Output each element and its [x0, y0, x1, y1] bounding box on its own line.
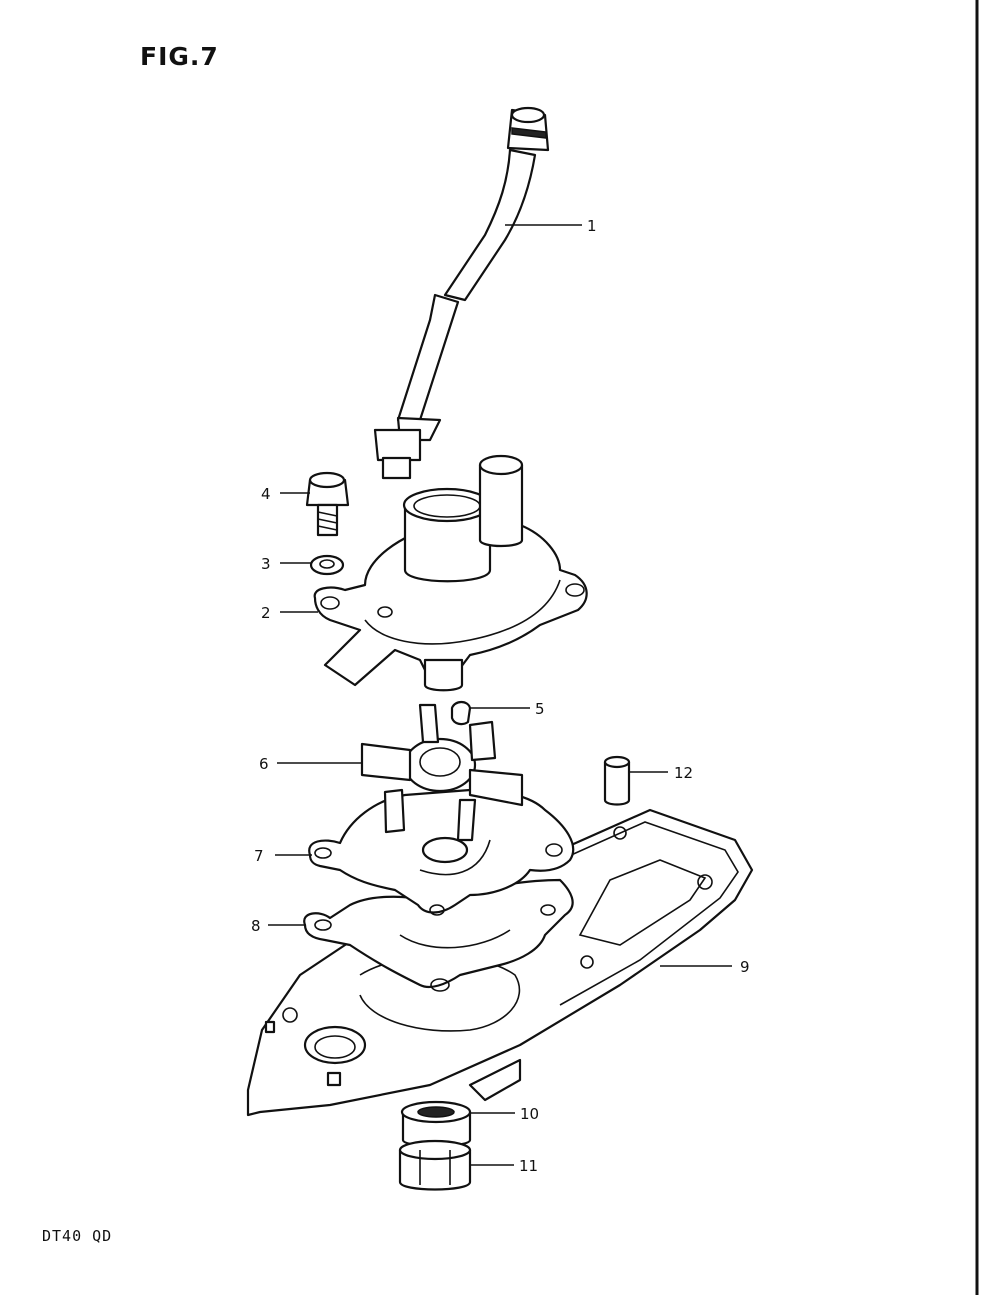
- figure-title: FIG.7: [140, 42, 219, 71]
- leader-lines: [268, 224, 732, 1166]
- part-12-dowel-pin: [603, 755, 631, 806]
- callout-9: 9: [740, 958, 750, 976]
- part-6-impeller: [360, 703, 524, 842]
- callout-10: 10: [520, 1105, 539, 1123]
- part-5-key: [450, 700, 472, 726]
- callout-7: 7: [254, 847, 264, 865]
- part-10-oil-seal: [400, 1100, 472, 1148]
- part-1-water-tube: [373, 106, 550, 480]
- part-2-pump-housing: [313, 454, 588, 692]
- callout-1: 1: [587, 217, 597, 235]
- callout-4: 4: [261, 485, 271, 503]
- part-11-bushing: [398, 1139, 472, 1191]
- callout-2: 2: [261, 604, 271, 622]
- model-label: DT40 QD: [42, 1227, 113, 1245]
- part-3-washer: [309, 554, 345, 576]
- part-4-bolt: [305, 471, 350, 537]
- callout-11: 11: [519, 1157, 538, 1175]
- part-8-gasket: [303, 878, 574, 992]
- callout-5: 5: [535, 700, 545, 718]
- callout-8: 8: [251, 917, 261, 935]
- part-7-gasket: [308, 788, 575, 916]
- callout-3: 3: [261, 555, 271, 573]
- callout-6: 6: [259, 755, 269, 773]
- callout-12: 12: [674, 764, 693, 782]
